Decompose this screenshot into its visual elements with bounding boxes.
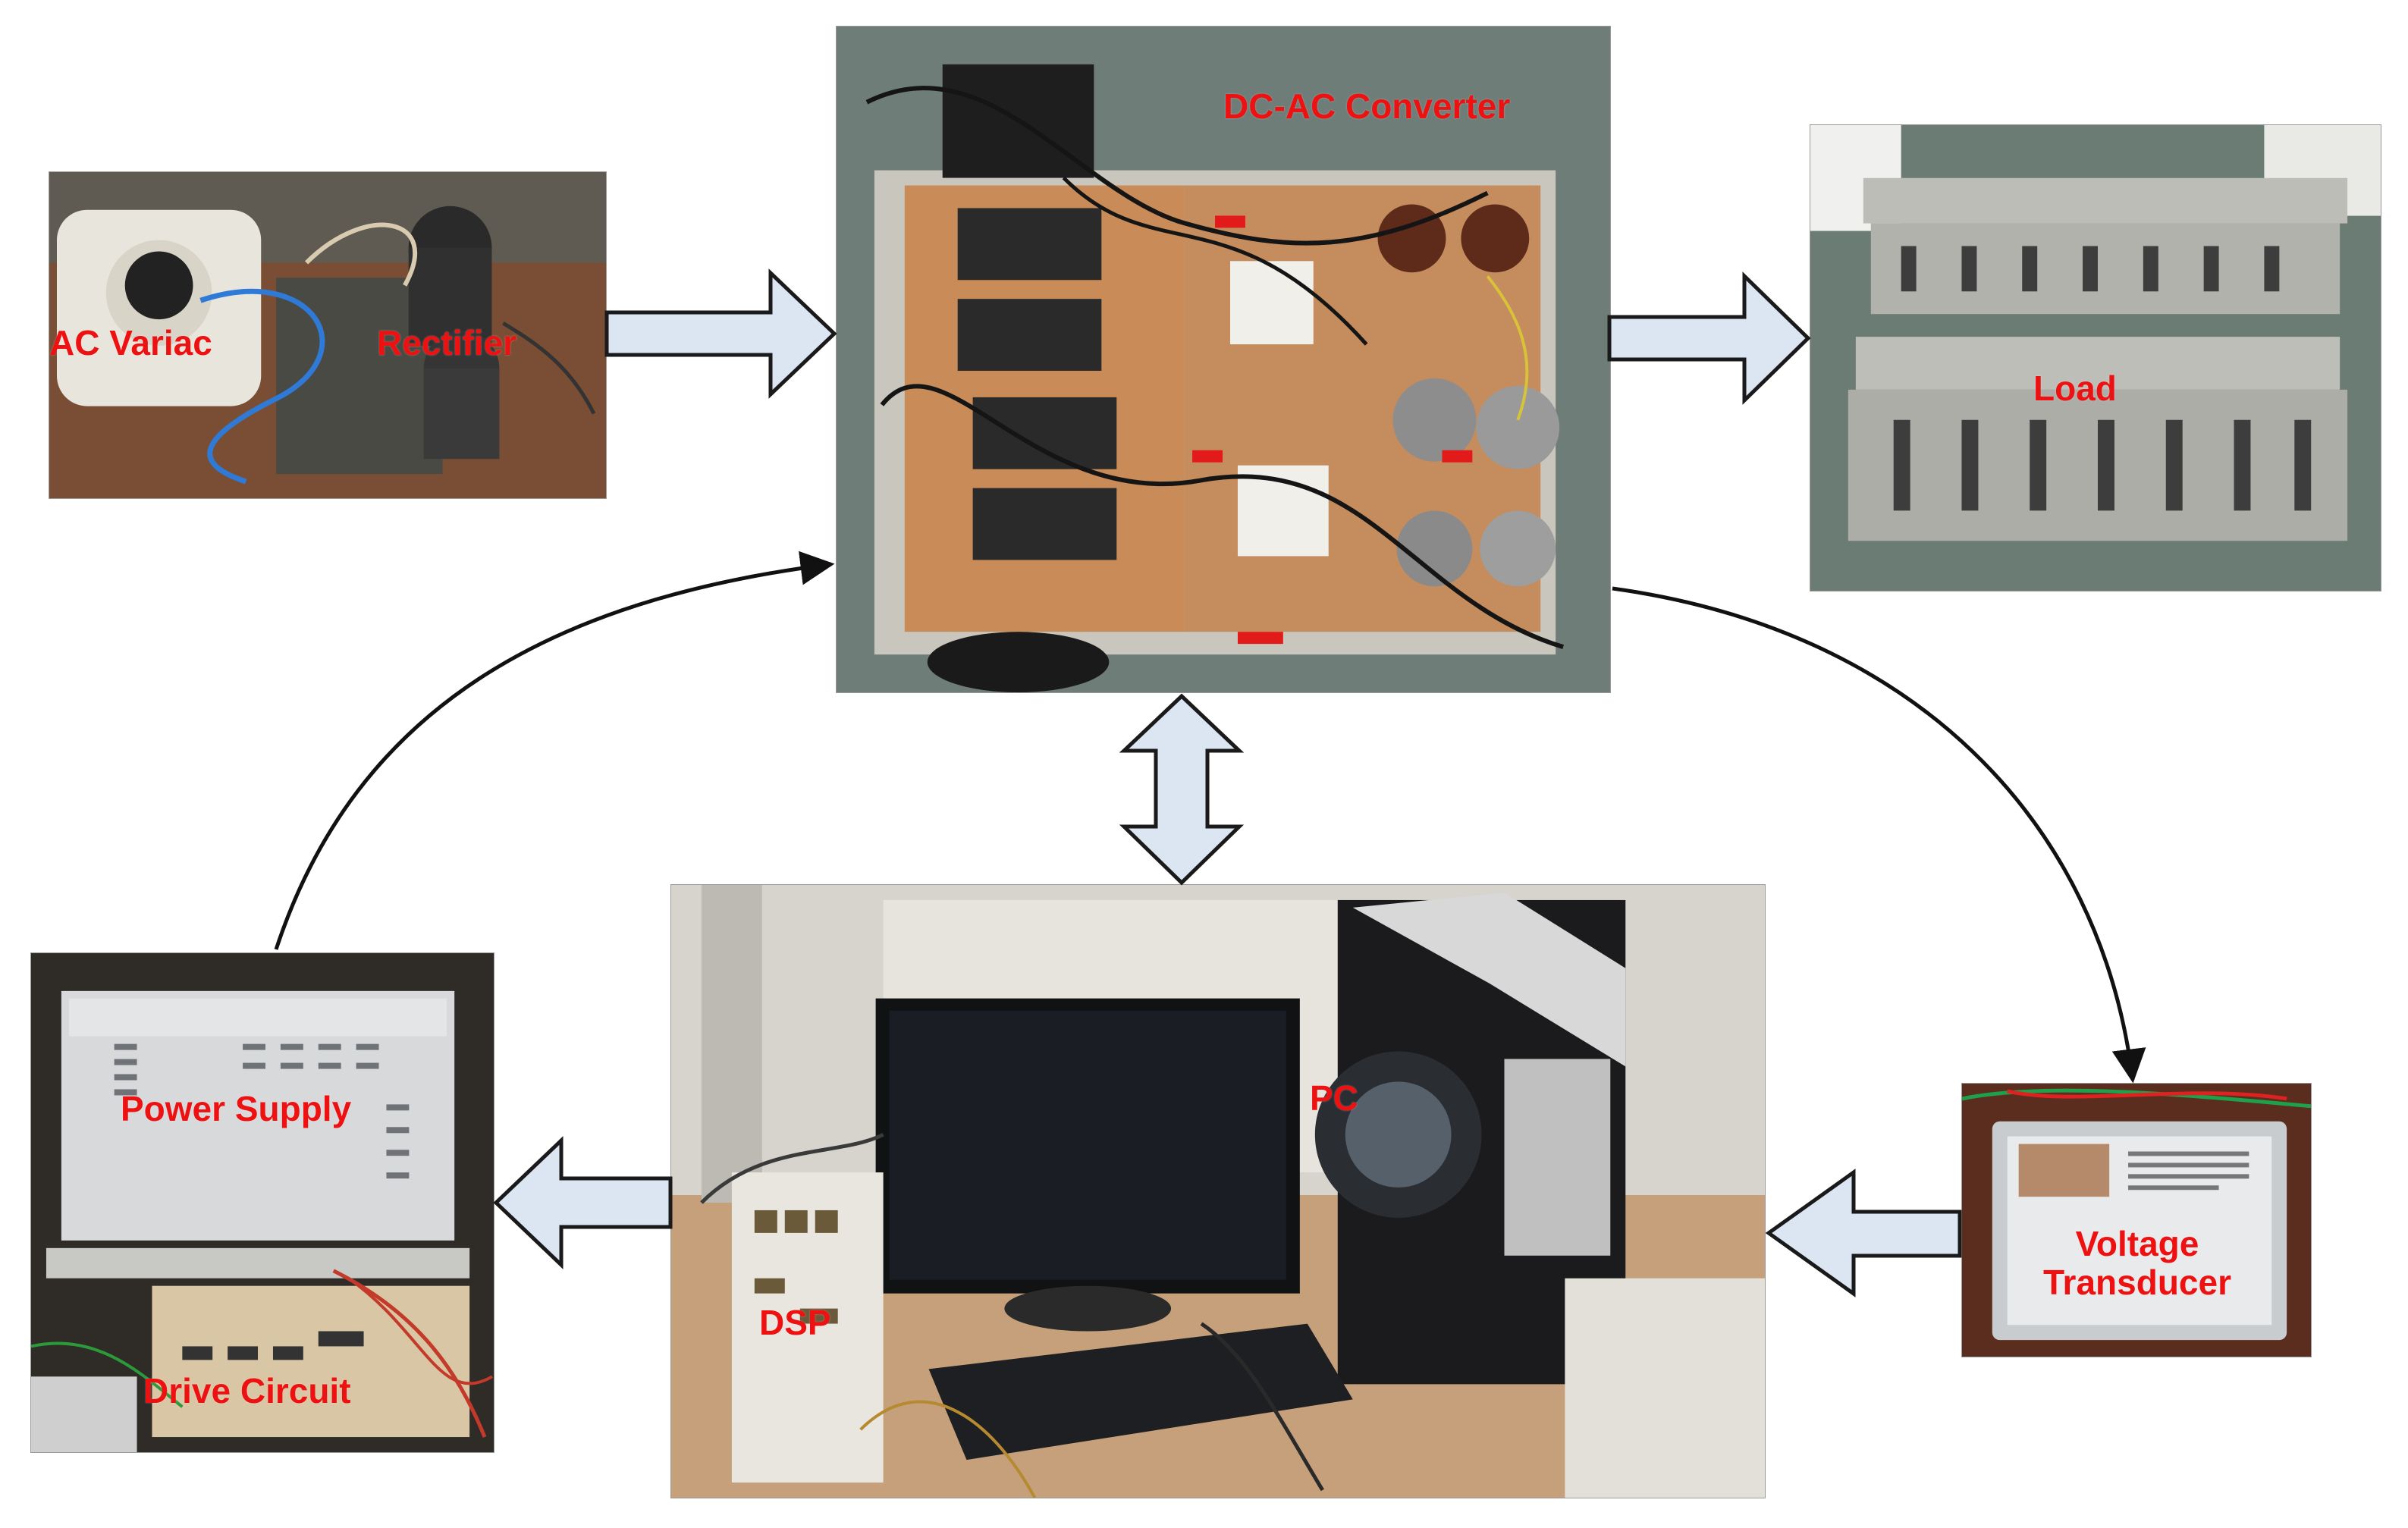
block-arrow-converter-pc-bidirectional [1119, 693, 1245, 886]
voltage-transducer-photo: Voltage Transducer [1961, 1083, 2312, 1357]
block-arrow-transducer-to-pc [1765, 1169, 1962, 1297]
block-arrow-rectifier-to-converter [604, 268, 837, 399]
power-supply-drive-circuit-photo: Power Supply Drive Circuit [30, 952, 494, 1453]
load-label: Load [2033, 369, 2117, 408]
load-photo: Load [1810, 124, 2381, 591]
voltage-transducer-label-line2: Transducer [2043, 1262, 2231, 1302]
block-arrow-converter-to-load [1607, 271, 1811, 405]
dc-ac-converter-photo: DC-AC Converter [836, 26, 1611, 693]
dsp-label: DSP [759, 1303, 831, 1342]
pc-dsp-photo: PC DSP [670, 884, 1766, 1498]
ac-variac-rectifier-photo: AC Variac Rectifier [49, 171, 607, 499]
dc-ac-converter-label: DC-AC Converter [1223, 86, 1511, 126]
rectifier-label: Rectifier [377, 323, 517, 362]
drive-circuit-label: Drive Circuit [143, 1371, 351, 1410]
voltage-transducer-label-line1: Voltage [2075, 1224, 2199, 1263]
voltage-transducer-label: Voltage Transducer [1962, 1224, 2311, 1302]
ac-variac-label: AC Variac [49, 323, 212, 362]
power-supply-label: Power Supply [121, 1089, 352, 1128]
block-arrow-dsp-to-drive-circuit [493, 1136, 673, 1269]
pc-label: PC [1310, 1078, 1358, 1118]
